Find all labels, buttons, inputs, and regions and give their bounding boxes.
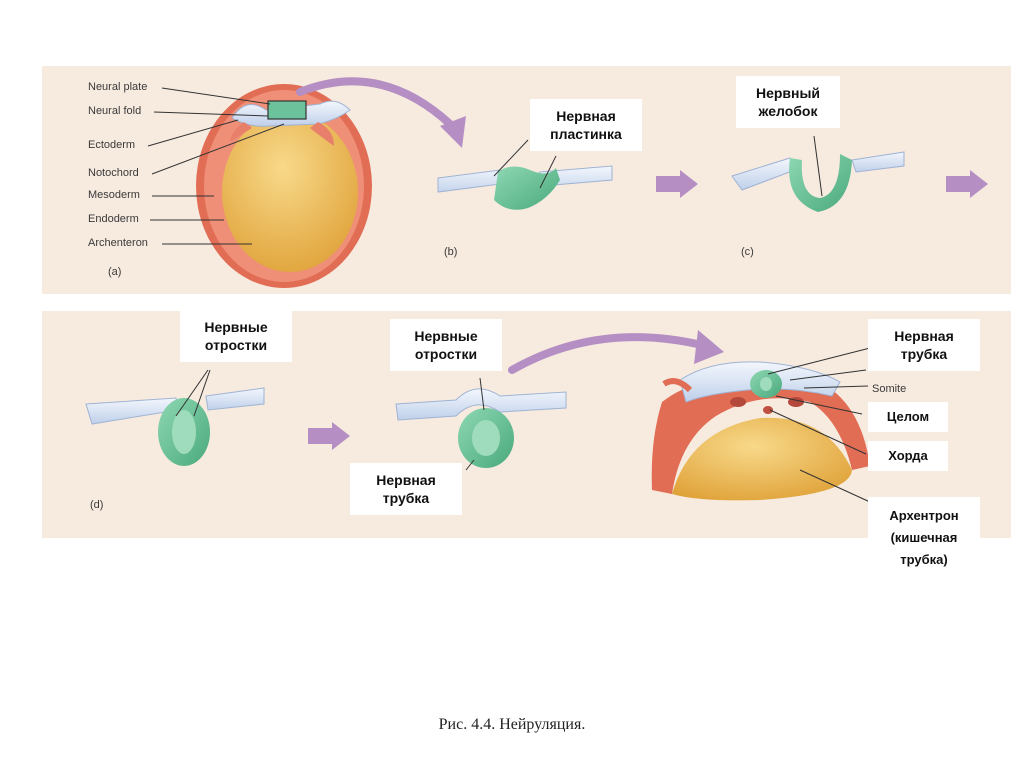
neural-plate-illustration: [437, 165, 613, 210]
callout-archenteron: Архентрон (кишечная трубка): [868, 497, 980, 579]
label-somite: Somite: [872, 383, 907, 395]
callout-neural-folds-2: Нервные отростки: [390, 319, 502, 371]
callout-neural-folds-1: Нервные отростки: [180, 310, 292, 362]
embryo-section-illustration: [651, 361, 870, 501]
label-endoderm: Endoderm: [88, 213, 139, 225]
callout-coelom: Целом: [868, 402, 948, 432]
callout-neural-tube-2: Нервная трубка: [868, 319, 980, 371]
callout-notochord: Хорда: [868, 441, 948, 471]
panel-b-tag: (b): [444, 246, 458, 258]
panel-c-tag: (c): [741, 246, 754, 258]
callout-neural-tube-1: Нервная трубка: [350, 463, 462, 515]
label-neural-fold: Neural fold: [88, 105, 142, 117]
panel-a-tag: (a): [108, 266, 122, 278]
label-neural-plate: Neural plate: [88, 81, 148, 93]
label-ectoderm: Ectoderm: [88, 139, 136, 151]
callout-neural-groove: Нервный желобок: [736, 76, 840, 128]
panel-d-tag: (d): [90, 499, 104, 511]
callout-neural-plate: Нервная пластинка: [530, 99, 642, 151]
panel-d3-leader-lines: [767, 347, 871, 503]
neural-folds-illustration: [85, 387, 265, 466]
neural-groove-illustration: [731, 151, 905, 212]
label-mesoderm: Mesoderm: [88, 189, 140, 201]
figure-caption: Рис. 4.4. Нейруляция.: [438, 716, 586, 733]
label-notochord: Notochord: [88, 167, 139, 179]
label-archenteron: Archenteron: [88, 237, 148, 249]
gastrula-illustration: [196, 84, 372, 288]
neural-tube-closing-illustration: [395, 388, 567, 468]
panel-a-leader-lines: [147, 87, 285, 245]
